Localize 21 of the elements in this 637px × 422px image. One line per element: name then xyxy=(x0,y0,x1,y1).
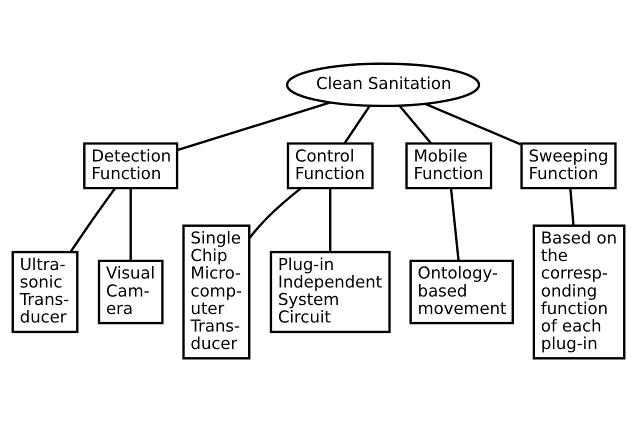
connector xyxy=(450,188,460,261)
connector xyxy=(70,188,116,253)
connector xyxy=(176,101,330,152)
node-box: Ontology- based movement xyxy=(409,260,514,324)
node-box: Ultra- sonic Trans- ducer xyxy=(12,250,78,334)
connector xyxy=(329,188,332,252)
connector xyxy=(248,187,302,239)
node-ellipse: Clean Sanitation xyxy=(286,62,480,108)
node-box: Control Function xyxy=(286,142,374,190)
node-box: Mobile Function xyxy=(405,142,492,190)
node-box: Plug-in Independent System Circuit xyxy=(270,250,391,334)
connector xyxy=(569,188,575,226)
node-box: Visual Cam- era xyxy=(98,260,164,324)
node-box: Detection Function xyxy=(83,142,178,190)
connector xyxy=(130,188,132,261)
node-box: Single Chip Micro- comp- uter Trans- ducer xyxy=(182,224,250,360)
connector xyxy=(398,105,432,144)
connector xyxy=(344,105,371,144)
connector xyxy=(424,102,522,146)
node-box: Based on the corresp- onding function of each plug-in xyxy=(532,224,626,360)
node-box: Sweeping Function xyxy=(520,142,617,190)
